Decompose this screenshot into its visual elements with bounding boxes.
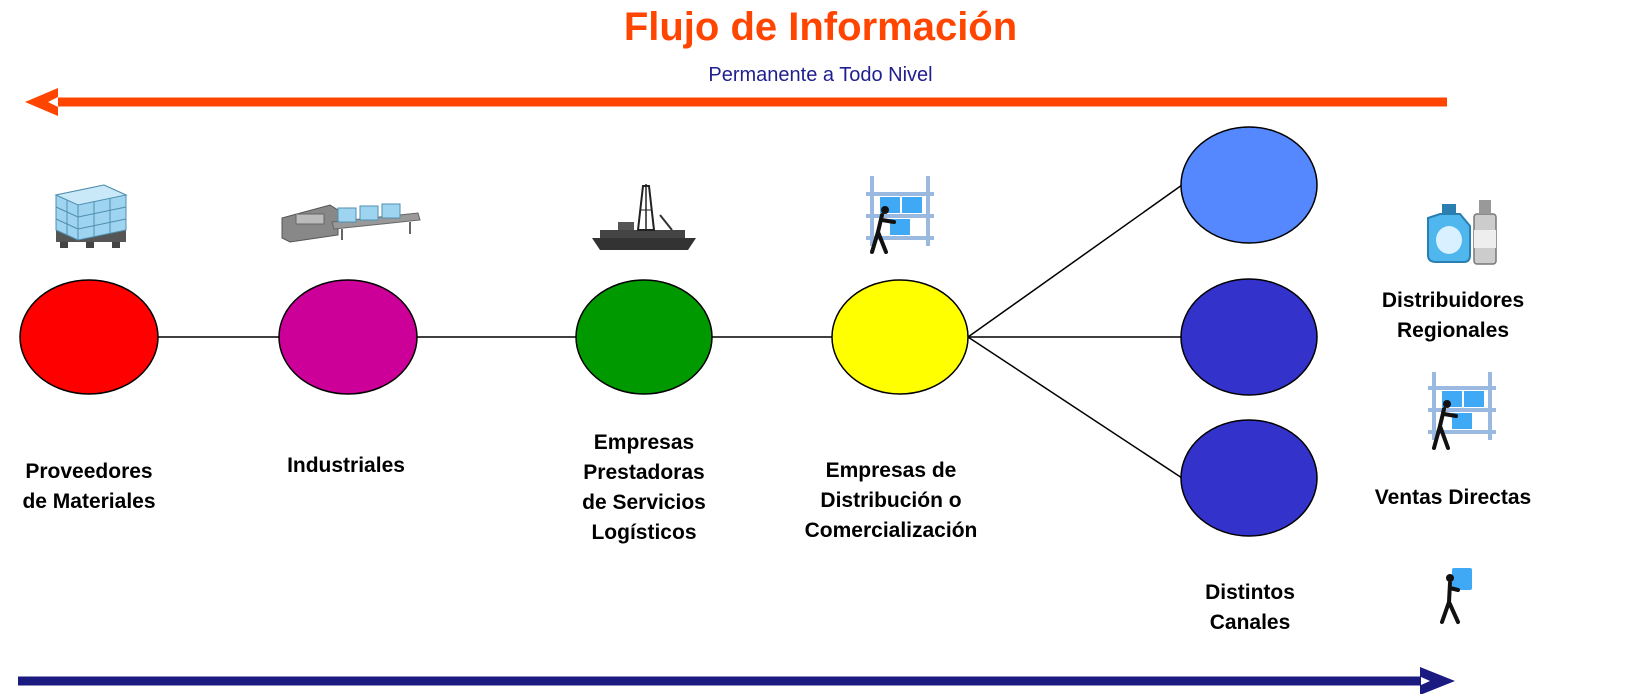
pallet-icon	[54, 184, 128, 248]
node-servicios-logisticos	[575, 279, 713, 395]
node-industriales	[278, 279, 418, 395]
diagram-subtitle: Permanente a Todo Nivel	[708, 64, 933, 86]
label-proveedores: Proveedores de Materiales	[22, 460, 156, 513]
label-servicios-logisticos: Empresas Prestadoras de Servicios Logíst…	[582, 431, 706, 544]
connector-lines	[158, 184, 1183, 479]
label-ventas-directas: Ventas Directas	[1374, 486, 1532, 509]
node-proveedores	[19, 279, 159, 395]
diagram-title: Flujo de Información	[623, 5, 1018, 49]
delivery-person-icon	[1440, 568, 1472, 624]
channel-node-1	[1180, 126, 1318, 244]
bottles-icon	[1427, 200, 1497, 265]
material-flow-arrow	[18, 667, 1455, 694]
label-distintos-canales: Distintos Canales	[1205, 581, 1295, 634]
information-flow-arrow	[25, 88, 1447, 116]
warehouse-worker-icon-outlet	[1428, 372, 1496, 450]
label-industriales: Industriales	[287, 454, 405, 477]
node-distribucion	[831, 279, 969, 395]
warehouse-worker-icon	[866, 176, 934, 254]
ship-icon	[592, 184, 696, 250]
label-distribucion: Empresas de Distribución o Comercializac…	[804, 459, 978, 542]
channel-node-2	[1180, 278, 1318, 396]
label-distribuidores-regionales: Distribuidores Regionales	[1381, 289, 1525, 342]
channel-node-3	[1180, 419, 1318, 537]
conveyor-icon	[281, 203, 421, 243]
